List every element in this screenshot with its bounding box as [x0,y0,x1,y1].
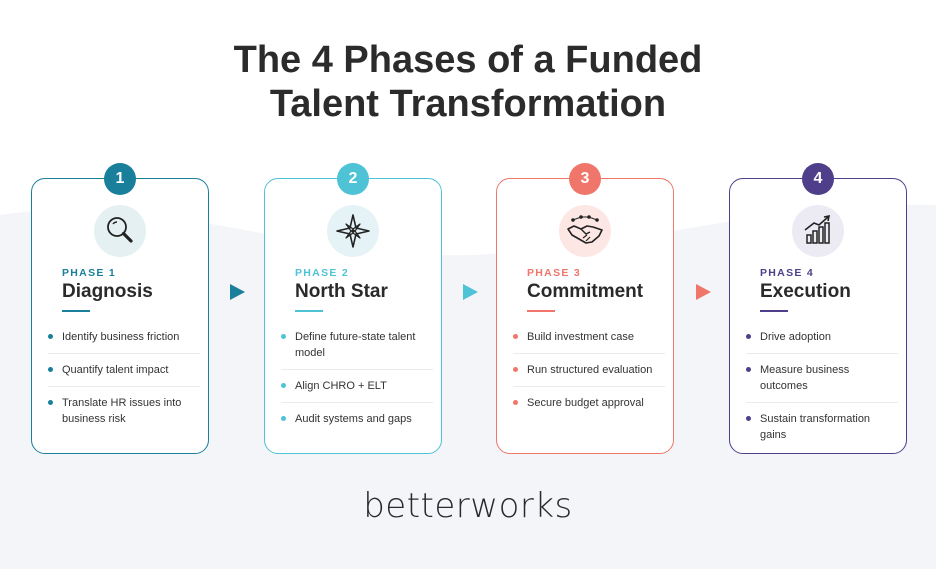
phase-number-badge: 1 [104,163,136,195]
handshake-icon [559,205,611,257]
phase-name: North Star [295,281,388,302]
list-item: Measure business outcomes [746,362,898,403]
phase-number-badge: 3 [569,163,601,195]
growth-chart-icon [792,205,844,257]
phase-bullet-list: Build investment case Run structured eva… [513,329,665,427]
arrow-right-icon [696,284,711,300]
list-item: Drive adoption [746,329,898,354]
phase-bullet-list: Drive adoption Measure business outcomes… [746,329,898,459]
phase-bullet-list: Identify business friction Quantify tale… [48,329,200,443]
compass-star-icon [327,205,379,257]
phase-card-north-star: 2 PHASE 2 North Star Define future-state… [264,163,442,454]
phase-label: PHASE 4 [760,267,815,279]
list-item: Build investment case [513,329,665,354]
list-item: Run structured evaluation [513,362,665,387]
phase-name: Commitment [527,281,644,302]
arrow-right-icon [463,284,478,300]
phase-name: Diagnosis [62,281,153,302]
phase-underline [295,310,323,312]
phase-underline [760,310,788,312]
phase-label: PHASE 3 [527,267,582,279]
list-item: Align CHRO + ELT [281,378,433,403]
title-line-1: The 4 Phases of a Funded [233,39,703,81]
phase-bullet-list: Define future-state talent model Align C… [281,329,433,443]
magnifier-icon [94,205,146,257]
list-item: Identify business friction [48,329,200,354]
title-line-2: Talent Transformation [269,83,667,125]
phase-card-execution: 4 PHASE 4 Execution Drive adoption Measu… [729,163,907,454]
phase-card-commitment: 3 PHASE 3 Commitment Build investment ca… [496,163,674,454]
list-item: Sustain transformation gains [746,411,898,451]
phase-card-diagnosis: 1 PHASE 1 Diagnosis Identify business fr… [31,163,209,454]
list-item: Audit systems and gaps [281,411,433,435]
list-item: Quantify talent impact [48,362,200,387]
betterworks-logo: betterworks [363,486,573,526]
list-item: Secure budget approval [513,395,665,419]
phase-label: PHASE 2 [295,267,350,279]
phase-name: Execution [760,281,851,302]
list-item: Define future-state talent model [281,329,433,370]
phase-underline [62,310,90,312]
page-title: The 4 Phases of a Funded Talent Transfor… [0,38,936,126]
phase-number-badge: 4 [802,163,834,195]
phase-underline [527,310,555,312]
list-item: Translate HR issues into business risk [48,395,200,435]
arrow-right-icon [230,284,245,300]
phase-number-badge: 2 [337,163,369,195]
phase-label: PHASE 1 [62,267,117,279]
